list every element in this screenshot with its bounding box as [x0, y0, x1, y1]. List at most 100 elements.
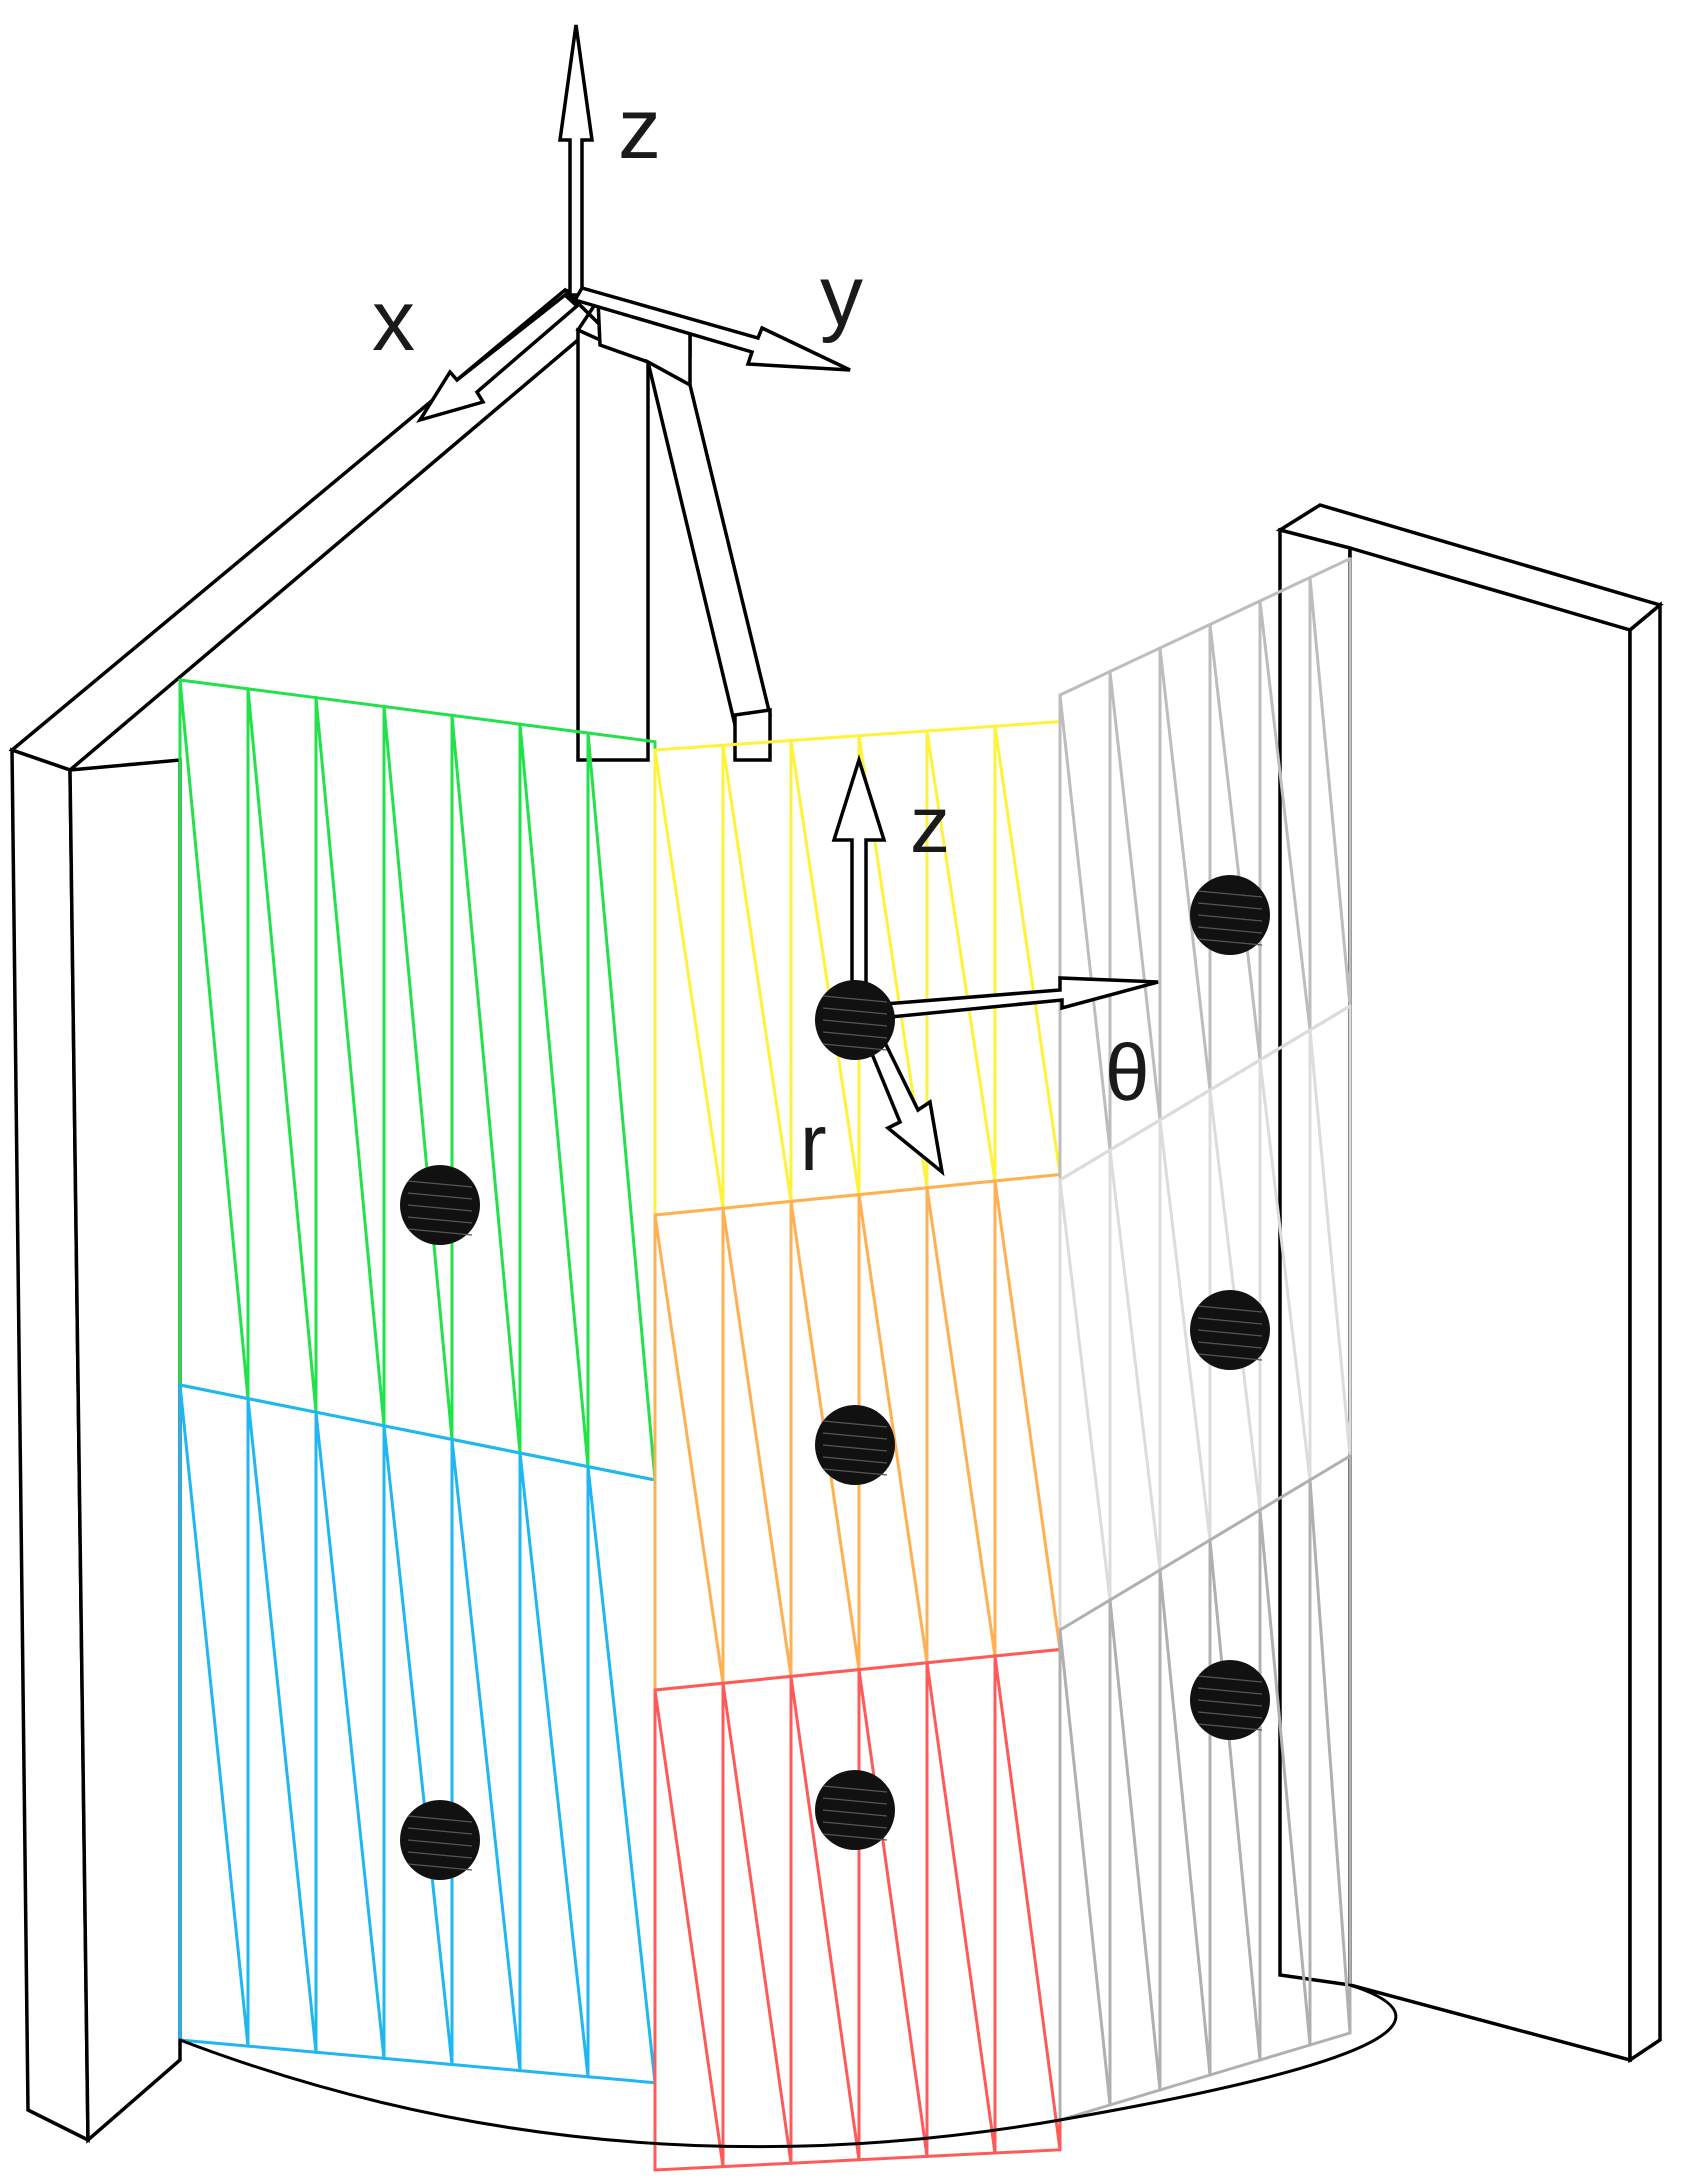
panel-lower-middle-diag-4	[925, 1661, 997, 2155]
panel-lower-middle-top-2	[789, 1668, 861, 1678]
panel-upper-left-diag-1	[246, 687, 318, 1414]
panel-lower-left-top-5	[518, 1451, 590, 1469]
panel-lower-left-bot-5	[518, 2069, 590, 2079]
panel-lower-middle-bot-5	[993, 2148, 1062, 2155]
panel-lower-middle-bot-0	[653, 2165, 725, 2172]
global-x-label: x	[372, 273, 415, 369]
slanted-strut-end	[733, 707, 772, 762]
panel-lower-middle-top-1	[721, 1674, 793, 1685]
panel-upper-left-top-1	[246, 687, 318, 700]
sensor-sphere-icon	[815, 1405, 895, 1485]
panel-upper-middle-top-0	[653, 743, 725, 752]
panel-upper-right-top-0	[1058, 670, 1112, 697]
panel-lower-right-diag-3	[1208, 1538, 1262, 2062]
panel-middle-right-diag-5	[1308, 1028, 1352, 1458]
panel-upper-middle-diag-4	[925, 729, 997, 1183]
panel-upper-left-diag-4	[450, 713, 522, 1455]
panel-middle-middle-top-0	[653, 1206, 725, 1217]
panel-upper-right-diag-4	[1258, 599, 1312, 1032]
panel-middle-right-top-5	[1308, 1004, 1352, 1032]
panel-middle-middle-diag-1	[721, 1206, 793, 1678]
local-z-label: z	[910, 780, 950, 869]
panel-lower-middle-bot-4	[925, 2151, 997, 2158]
global-y-label: y	[820, 248, 863, 344]
panel-lower-left-top-1	[246, 1397, 318, 1414]
panel-middle-right-diag-0	[1058, 1178, 1112, 1602]
sensor-sphere-icon	[1190, 875, 1270, 955]
panel-lower-middle-diag-5	[993, 1654, 1062, 2152]
sensors	[400, 875, 1270, 1880]
panel-middle-middle-top-5	[993, 1173, 1062, 1183]
panel-lower-left-diag-4	[450, 1437, 522, 2073]
panel-lower-right-top-5	[1308, 1454, 1352, 1482]
slanted-strut	[645, 358, 773, 728]
panel-middle-right-diag-2	[1158, 1118, 1212, 1542]
panel-middle-middle-top-2	[789, 1193, 861, 1203]
sensor-sphere-icon	[400, 1800, 480, 1880]
sensor-sphere-icon	[1190, 1660, 1270, 1740]
right-post-front	[1278, 527, 1352, 1988]
panel-lower-right-top-1	[1108, 1568, 1162, 1602]
panel-upper-right-diag-5	[1308, 576, 1352, 1008]
panel-lower-middle-diag-0	[653, 1688, 725, 2169]
panel-upper-right-top-5	[1308, 557, 1352, 579]
panel-upper-left-diag-6	[586, 731, 657, 1482]
panel-lower-left-bot-1	[246, 2044, 318, 2054]
panel-lower-left-bot-0	[178, 2038, 250, 2048]
global-z-label: z	[618, 81, 661, 177]
panel-upper-middle-diag-0	[653, 748, 725, 1210]
panel-lower-left-diag-0	[178, 1383, 250, 2048]
panel-upper-left-top-5	[518, 722, 590, 735]
panel-upper-left-top-3	[382, 705, 454, 717]
panel-lower-middle-diag-2	[789, 1674, 861, 2162]
panel-lower-left-diag-3	[382, 1424, 454, 2066]
left-post-side	[68, 758, 182, 2144]
panel-middle-right-diag-4	[1258, 1058, 1312, 1482]
panel-lower-right-bot-1	[1108, 2088, 1162, 2107]
panel-upper-right-diag-1	[1108, 670, 1162, 1122]
panel-lower-middle-top-3	[857, 1661, 929, 1672]
panel-lower-right-diag-1	[1108, 1598, 1162, 2092]
sensor-sphere-icon	[815, 980, 895, 1060]
panel-lower-right-diag-5	[1308, 1478, 1352, 2035]
global-axes: z x y	[372, 24, 863, 423]
panel-upper-right-diag-0	[1058, 693, 1112, 1152]
panel-middle-middle-top-1	[721, 1199, 793, 1210]
panel-lower-middle-top-0	[653, 1681, 725, 1692]
panel-lower-left-top-6	[586, 1465, 657, 1482]
panel-upper-middle-diag-1	[721, 743, 793, 1203]
global-z-arrow	[557, 24, 595, 297]
panel-middle-right-top-4	[1258, 1028, 1312, 1062]
panel-middle-right-diag-1	[1108, 1148, 1162, 1572]
panel-lower-right-bot-5	[1308, 2031, 1352, 2047]
panel-upper-middle-top-3	[857, 729, 929, 738]
panel-middle-middle-diag-4	[925, 1186, 997, 1658]
panel-upper-left-diag-3	[382, 705, 454, 1441]
panel-upper-right-top-2	[1158, 623, 1212, 650]
right-post-face	[1348, 545, 1632, 2063]
panel-lower-right-top-0	[1058, 1598, 1112, 1632]
panel-lower-right-top-4	[1258, 1478, 1312, 1512]
panel-lower-left-bot-3	[382, 2056, 454, 2066]
right-post-side	[1628, 601, 1662, 2064]
local-axes: z θ r	[800, 754, 1159, 1187]
panel-lower-right-diag-4	[1258, 1508, 1312, 2047]
panel-lower-right-top-3	[1208, 1508, 1262, 1542]
panel-upper-middle-top-2	[789, 734, 861, 742]
panel-lower-left-bot-6	[586, 2075, 657, 2085]
surface-bottom-edge	[178, 1983, 1398, 2149]
sensor-sphere-icon	[1190, 1290, 1270, 1370]
panel-lower-middle-diag-3	[857, 1668, 929, 2158]
panel-upper-left-top-2	[314, 696, 386, 709]
panel-lower-left-bot-4	[450, 2062, 522, 2073]
panel-lower-right-top-2	[1158, 1538, 1212, 1572]
panel-lower-left-diag-2	[314, 1410, 386, 2060]
panel-lower-left-bot-2	[314, 2050, 386, 2060]
panel-upper-left-top-6	[586, 731, 657, 744]
sensor-sphere-icon	[815, 1770, 895, 1850]
panel-lower-middle-bot-3	[857, 2154, 929, 2162]
panel-lower-right-bot-2	[1158, 2073, 1212, 2092]
panel-lower-right-bot-3	[1208, 2058, 1262, 2077]
global-x-arrow	[416, 292, 580, 423]
panel-lower-middle-top-4	[925, 1654, 997, 1665]
